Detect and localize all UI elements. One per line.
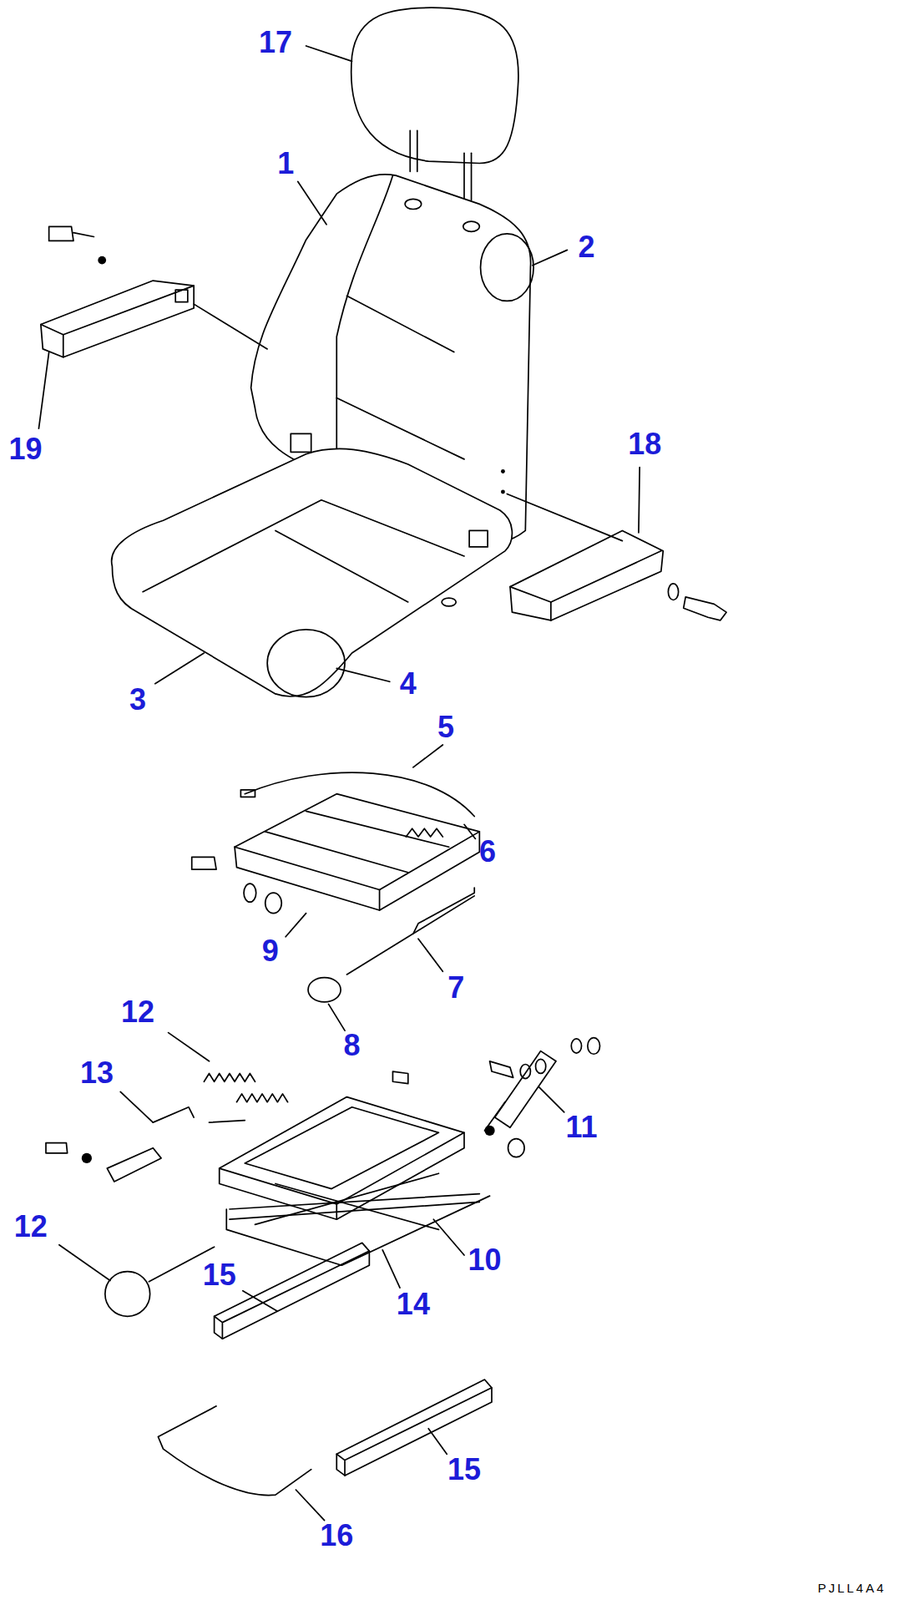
callout-number: 15 bbox=[202, 1259, 237, 1290]
callout-number: 13 bbox=[80, 1057, 114, 1088]
callout-number: 2 bbox=[578, 232, 596, 263]
callout-number: 15 bbox=[447, 1454, 481, 1485]
callout-number: 9 bbox=[262, 935, 279, 966]
callout-number: 14 bbox=[396, 1289, 430, 1320]
callout-number: 16 bbox=[319, 1520, 354, 1551]
callout-number: 11 bbox=[565, 1112, 597, 1143]
callout-number: 17 bbox=[258, 27, 293, 58]
callout-number: 5 bbox=[437, 712, 455, 743]
callout-number: 10 bbox=[467, 1244, 501, 1275]
callout-number: 18 bbox=[627, 429, 662, 460]
callout-number: 19 bbox=[9, 434, 43, 465]
callout-number: 8 bbox=[343, 1030, 361, 1061]
callout-number: 12 bbox=[14, 1211, 48, 1242]
callout-number: 12 bbox=[121, 996, 155, 1027]
callout-number: 6 bbox=[479, 836, 496, 867]
callout-number: 3 bbox=[129, 684, 147, 715]
drawing-code: PJLL4A4 bbox=[817, 1581, 886, 1594]
callout-number: 4 bbox=[399, 668, 417, 699]
callout-number: 7 bbox=[447, 972, 465, 1003]
callout-number: 1 bbox=[277, 148, 294, 179]
